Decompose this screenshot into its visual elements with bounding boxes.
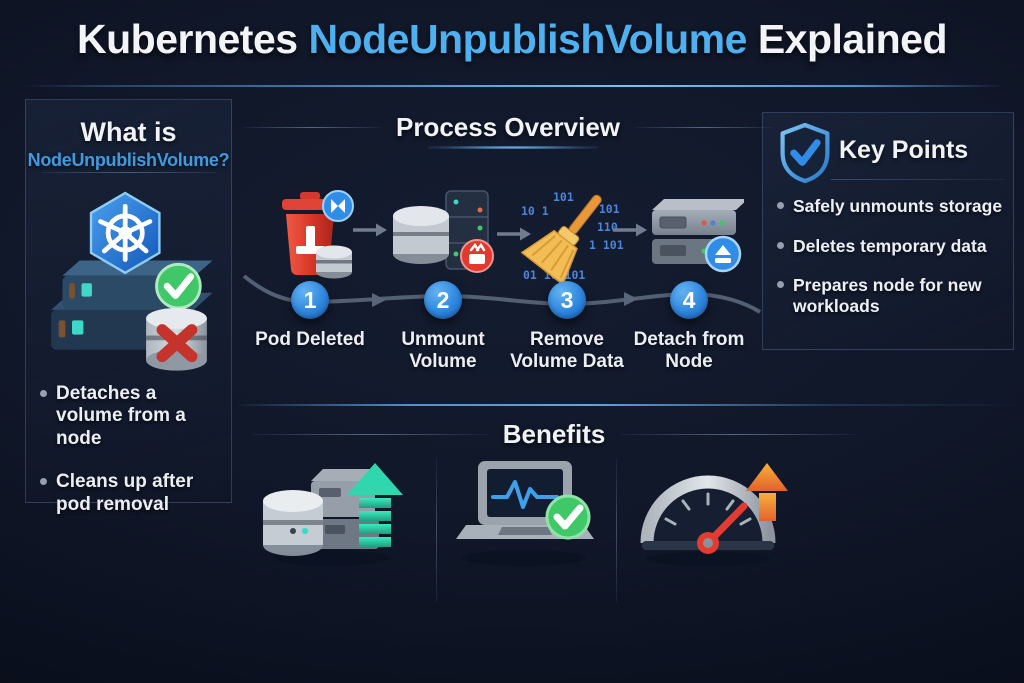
shield-check-icon — [780, 122, 830, 184]
header-rule-right — [635, 127, 774, 128]
bullet-dot-icon — [40, 478, 47, 486]
key-points-panel: Key Points Safely unmounts storage Delet… — [762, 112, 1014, 350]
step-label-pod-deleted: Pod Deleted — [255, 329, 365, 350]
speedometer-up-icon — [640, 463, 788, 566]
title-prefix: Kubernetes — [77, 16, 309, 62]
benefit-free-up-resources: Free Up Resources — [245, 455, 427, 572]
binary-text: 110 — [597, 220, 618, 234]
key-points-divider — [831, 179, 1005, 180]
section-divider — [238, 404, 1024, 406]
step-label-remove-volume-data: Remove Volume Data — [510, 329, 624, 373]
title-divider — [24, 85, 1000, 87]
process-overview-header: Process Overview — [243, 112, 774, 143]
what-is-bullet-2: Cleans up after pod removal — [56, 471, 194, 515]
binary-text: 10 1 — [521, 204, 549, 218]
laptop-check-icon — [456, 461, 594, 566]
key-point-2: Deletes temporary data — [793, 235, 987, 256]
what-is-divider — [41, 172, 216, 173]
what-is-heading: What is — [80, 117, 177, 147]
page-title: Kubernetes NodeUnpublishVolume Explained — [0, 16, 1024, 63]
database-server-unmount-icon — [393, 190, 494, 273]
benefit-improve-stability: Improve Stability — [437, 455, 615, 572]
benefits-title: Benefits — [502, 419, 606, 449]
trash-pod-icon — [282, 190, 354, 279]
key-point-3: Prepares node for new workloads — [793, 275, 982, 316]
what-is-subheading: NodeUnpublishVolume? — [27, 150, 230, 170]
kubernetes-servers-icon — [51, 191, 213, 371]
bullet-dot-icon — [777, 202, 784, 209]
bullet-dot-icon — [777, 241, 784, 249]
bullet-dot-icon — [40, 390, 47, 397]
arrow-right-icon — [613, 223, 647, 237]
broom-sweep-data-icon: 101 10 1 1 101 110 1 101 01 10 101 — [520, 190, 624, 286]
key-points-title: Key Points — [839, 136, 969, 164]
bullet-dot-icon — [777, 281, 784, 289]
list-item: Detaches a volume from a node — [40, 383, 223, 450]
benefits-header: Benefits — [252, 419, 857, 450]
list-item: Safely unmounts storage — [777, 196, 1005, 217]
process-overview-title: Process Overview — [395, 112, 621, 142]
header-rule-left — [252, 434, 488, 435]
title-highlight: NodeUnpublishVolume — [308, 16, 747, 62]
server-eject-icon — [652, 199, 744, 273]
header-rule-left — [243, 127, 381, 128]
benefits-divider-1 — [436, 458, 437, 602]
arrow-right-icon — [353, 223, 387, 237]
step-number-3: 3 — [548, 281, 586, 319]
step-label-unmount-volume: Unmount Volume — [401, 329, 485, 373]
server-free-up-arrow-icon — [263, 463, 403, 566]
arrow-right-icon — [497, 227, 531, 241]
step-number-2: 2 — [424, 281, 462, 319]
step-number-1: 1 — [291, 281, 329, 319]
binary-text: 101 — [553, 190, 574, 204]
header-rule-right — [620, 434, 857, 435]
list-item: Deletes temporary data — [777, 236, 1005, 257]
step-number-4: 4 — [670, 281, 708, 319]
what-is-panel: What is NodeUnpublishVolume? — [25, 99, 232, 515]
key-point-1: Safely unmounts storage — [793, 196, 1003, 216]
process-header-glow — [428, 146, 598, 149]
list-item: Cleans up after pod removal — [40, 471, 223, 516]
benefits-divider-2 — [616, 458, 617, 602]
list-item: Prepares node for new workloads — [777, 275, 1005, 316]
benefit-optimize-performance: Optimize Perfomance — [617, 455, 809, 572]
what-is-bullet-1: Detaches a volume from a node — [56, 383, 186, 449]
title-suffix: Explained — [746, 16, 948, 62]
binary-text: 1 101 — [589, 238, 624, 252]
what-is-bullet-list: Detaches a volume from a node Cleans up … — [40, 383, 223, 537]
key-points-bullet-list: Safely unmounts storage Deletes temporar… — [777, 196, 1005, 336]
step-label-detach-from-node: Detach from Node — [633, 329, 745, 373]
